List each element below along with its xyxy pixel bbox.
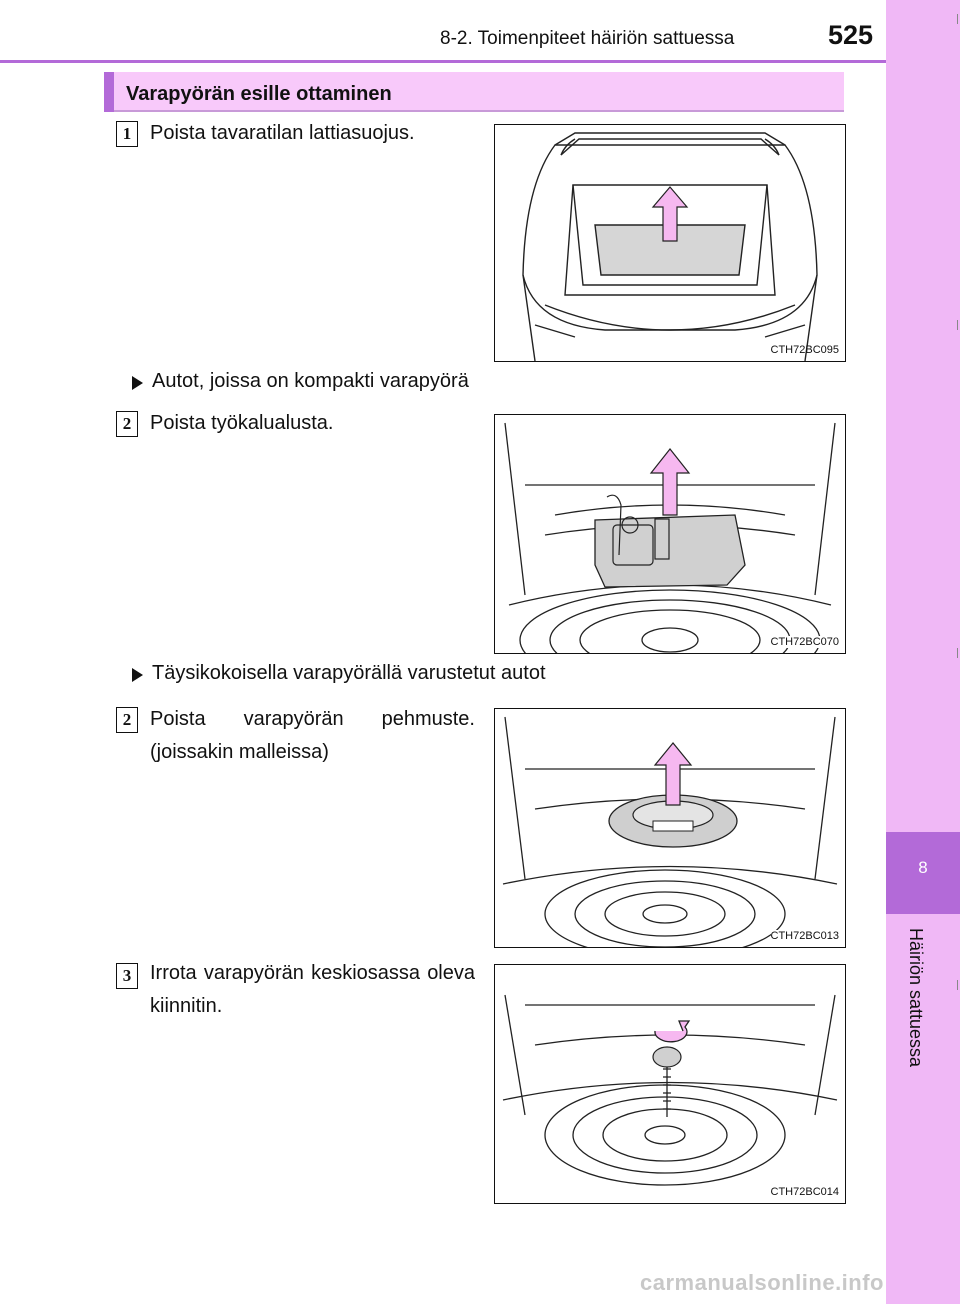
figure-code: CTH72BC014 <box>770 1186 839 1198</box>
section-banner <box>104 72 844 112</box>
watermark: carmanualsonline.info <box>640 1270 884 1295</box>
step-badge: 3 <box>116 963 138 989</box>
chapter-tab[interactable] <box>886 832 960 914</box>
figure-tool-tray: CTH72BC070 <box>494 414 846 654</box>
subhead-marker <box>132 668 143 682</box>
crop-mark <box>957 980 958 990</box>
figure-spare-cushion: CTH72BC013 <box>494 708 846 948</box>
step-badge: 2 <box>116 707 138 733</box>
chapter-title: Häiriön sattuessa <box>906 928 926 1068</box>
subhead-marker <box>132 376 143 390</box>
crop-mark <box>957 320 958 330</box>
figure-code: CTH72BC013 <box>770 930 839 942</box>
tool-tray-illustration <box>504 422 836 653</box>
spare-cushion-illustration <box>502 716 838 947</box>
subhead-compact-spare: Autot, joissa on kompakti varapyörä <box>152 370 469 392</box>
section-banner-bar <box>104 72 114 112</box>
chapter-tab-strip <box>886 0 960 1304</box>
step-text: Poista varapyörän pehmuste. (joissakin m… <box>150 708 475 763</box>
figure-code: CTH72BC095 <box>770 344 839 356</box>
chapter-number: 8 <box>918 858 928 877</box>
figure-code: CTH72BC070 <box>770 636 839 648</box>
header-rule <box>0 60 886 63</box>
step-text: Poista tavaratilan lattiasuojus. <box>150 122 415 144</box>
figure-trunk-floor-cover: CTH72BC095 <box>494 124 846 362</box>
trunk-illustration <box>522 132 818 361</box>
step-text: Poista työkalualusta. <box>150 412 334 434</box>
running-header: 8-2. Toimenpiteet häiriön sattuessa <box>440 28 735 49</box>
subhead-fullsize-spare: Täysikokoisella varapyörällä varustetut … <box>152 662 546 684</box>
crop-mark <box>957 648 958 658</box>
section-title: Varapyörän esille ottaminen <box>126 83 392 105</box>
spare-clamp-illustration <box>502 994 838 1186</box>
step-badge: 2 <box>116 411 138 437</box>
crop-mark <box>957 14 958 24</box>
figure-spare-clamp: CTH72BC014 <box>494 964 846 1204</box>
page-number: 525 <box>828 20 874 50</box>
step-text: Irrota varapyörän keskiosassa oleva kiin… <box>150 962 475 1017</box>
step-badge: 1 <box>116 121 138 147</box>
